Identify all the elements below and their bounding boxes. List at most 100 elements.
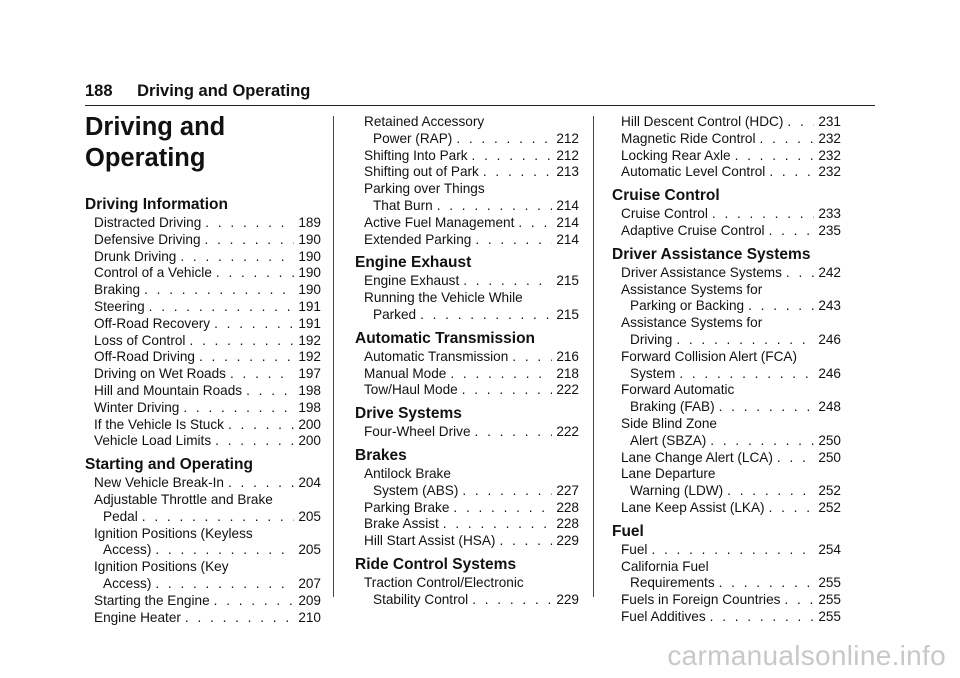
toc-entry[interactable]: Automatic Transmission216 bbox=[364, 349, 579, 366]
page-ref: 228 bbox=[556, 499, 579, 515]
toc-entry-title-cont: Driving bbox=[630, 331, 673, 347]
toc-entry[interactable]: Distracted Driving189 bbox=[94, 215, 321, 232]
toc-entry[interactable]: Active Fuel Management214 bbox=[364, 215, 579, 232]
section-heading: Cruise Control bbox=[612, 187, 720, 205]
dot-leader bbox=[712, 206, 814, 223]
toc-entry[interactable]: Shifting out of Park213 bbox=[364, 164, 579, 181]
toc-entry-title: Vehicle Load Limits bbox=[94, 433, 212, 449]
toc-entry[interactable]: Fuels in Foreign Countries255 bbox=[621, 592, 841, 609]
toc-entry[interactable]: Drunk Driving190 bbox=[94, 249, 321, 266]
toc-entry-title-cont: Braking (FAB) bbox=[630, 399, 715, 415]
section-heading: Drive Systems bbox=[355, 405, 462, 423]
toc-entry-title: Parking over Things bbox=[364, 181, 485, 197]
toc-entry[interactable]: Vehicle Load Limits200 bbox=[94, 433, 321, 450]
toc-entry[interactable]: Manual Mode218 bbox=[364, 366, 579, 383]
toc-entry[interactable]: Control of a Vehicle190 bbox=[94, 265, 321, 282]
toc-entry[interactable]: Braking190 bbox=[94, 282, 321, 299]
toc-entry-title: Forward Automatic bbox=[621, 382, 735, 398]
toc-entry[interactable]: Extended Parking214 bbox=[364, 232, 579, 249]
page-number: 188 bbox=[85, 82, 113, 100]
toc-entry[interactable]: Adjustable Throttle and BrakePedal205 bbox=[94, 492, 321, 526]
toc-entry-title: Fuel Additives bbox=[621, 608, 706, 624]
page-ref: 200 bbox=[298, 416, 321, 432]
toc-entry[interactable]: Winter Driving198 bbox=[94, 400, 321, 417]
toc-entry[interactable]: Fuel254 bbox=[621, 542, 841, 559]
toc-entry[interactable]: Hill Descent Control (HDC)231 bbox=[621, 114, 841, 131]
toc-entry[interactable]: If the Vehicle Is Stuck200 bbox=[94, 417, 321, 434]
toc-entry-title: Drunk Driving bbox=[94, 248, 177, 264]
toc-entry[interactable]: Driver Assistance Systems242 bbox=[621, 265, 841, 282]
toc-entry[interactable]: Steering191 bbox=[94, 299, 321, 316]
section-heading: Starting and Operating bbox=[85, 456, 253, 474]
toc-entry-title: Hill and Mountain Roads bbox=[94, 382, 243, 398]
toc-entry[interactable]: Automatic Level Control232 bbox=[621, 164, 841, 181]
toc-entry[interactable]: Tow/Haul Mode222 bbox=[364, 382, 579, 399]
toc-entry-title: Traction Control/Electronic bbox=[364, 574, 524, 590]
page-ref: 216 bbox=[556, 348, 579, 364]
toc-entry[interactable]: Magnetic Ride Control232 bbox=[621, 131, 841, 148]
toc-entry[interactable]: Driving on Wet Roads197 bbox=[94, 366, 321, 383]
toc-entry[interactable]: Hill and Mountain Roads198 bbox=[94, 383, 321, 400]
dot-leader bbox=[518, 215, 552, 232]
toc-entry[interactable]: Off-Road Recovery191 bbox=[94, 316, 321, 333]
toc-entry-title: Starting the Engine bbox=[94, 592, 210, 608]
toc-entry[interactable]: Starting the Engine209 bbox=[94, 593, 321, 610]
page-ref: 255 bbox=[818, 592, 841, 608]
section-heading: Brakes bbox=[355, 446, 407, 464]
toc-entry[interactable]: Engine Heater210 bbox=[94, 610, 321, 627]
toc-entry[interactable]: Defensive Driving190 bbox=[94, 232, 321, 249]
toc-entry[interactable]: Lane Change Alert (LCA)250 bbox=[621, 450, 841, 467]
page-ref: 250 bbox=[818, 432, 841, 448]
toc-entry[interactable]: Adaptive Cruise Control235 bbox=[621, 223, 841, 240]
dot-leader bbox=[230, 366, 294, 383]
toc-entry[interactable]: Forward Collision Alert (FCA)System246 bbox=[621, 349, 841, 383]
toc-entry[interactable]: Four-Wheel Drive222 bbox=[364, 424, 579, 441]
dot-leader bbox=[462, 382, 553, 399]
dot-leader bbox=[787, 114, 814, 131]
dot-leader bbox=[228, 417, 294, 434]
page-ref: 231 bbox=[818, 114, 841, 129]
dot-leader bbox=[180, 249, 294, 266]
page-ref: 205 bbox=[298, 542, 321, 558]
toc-entry-title-cont: System (ABS) bbox=[373, 482, 459, 498]
toc-entry[interactable]: Cruise Control233 bbox=[621, 206, 841, 223]
toc-entry-title: Control of a Vehicle bbox=[94, 265, 212, 281]
toc-entry[interactable]: Engine Exhaust215 bbox=[364, 273, 579, 290]
toc-entry[interactable]: Loss of Control192 bbox=[94, 333, 321, 350]
toc-entry-title: Assistance Systems for bbox=[621, 281, 763, 297]
toc-entry[interactable]: Brake Assist228 bbox=[364, 516, 579, 533]
toc-entry[interactable]: Fuel Additives255 bbox=[621, 609, 841, 626]
toc-entry-title: Engine Heater bbox=[94, 609, 181, 625]
toc-entry-title: Adaptive Cruise Control bbox=[621, 222, 765, 238]
section-heading: Automatic Transmission bbox=[355, 329, 536, 347]
toc-entry[interactable]: Shifting Into Park212 bbox=[364, 148, 579, 165]
dot-leader bbox=[748, 298, 814, 315]
dot-leader bbox=[228, 475, 294, 492]
section-heading: Fuel bbox=[612, 522, 644, 540]
toc-entry[interactable]: California FuelRequirements255 bbox=[621, 559, 841, 593]
toc-entry[interactable]: Assistance Systems forDriving246 bbox=[621, 315, 841, 349]
page-ref: 205 bbox=[298, 508, 321, 524]
toc-entry[interactable]: Lane Keep Assist (LKA)252 bbox=[621, 500, 841, 517]
toc-entry[interactable]: Parking Brake228 bbox=[364, 500, 579, 517]
toc-entry-title-cont: Parking or Backing bbox=[630, 298, 745, 314]
dot-leader bbox=[710, 609, 815, 626]
page-ref: 191 bbox=[298, 298, 321, 314]
toc-entry[interactable]: Locking Rear Axle232 bbox=[621, 148, 841, 165]
dot-leader bbox=[760, 131, 815, 148]
toc-entry[interactable]: New Vehicle Break-In204 bbox=[94, 475, 321, 492]
toc-entry-title: Assistance Systems for bbox=[621, 315, 763, 331]
toc-entry[interactable]: Hill Start Assist (HSA)229 bbox=[364, 533, 579, 550]
toc-entry[interactable]: Off-Road Driving192 bbox=[94, 349, 321, 366]
toc-entry[interactable]: Running the Vehicle WhileParked215 bbox=[364, 290, 579, 324]
